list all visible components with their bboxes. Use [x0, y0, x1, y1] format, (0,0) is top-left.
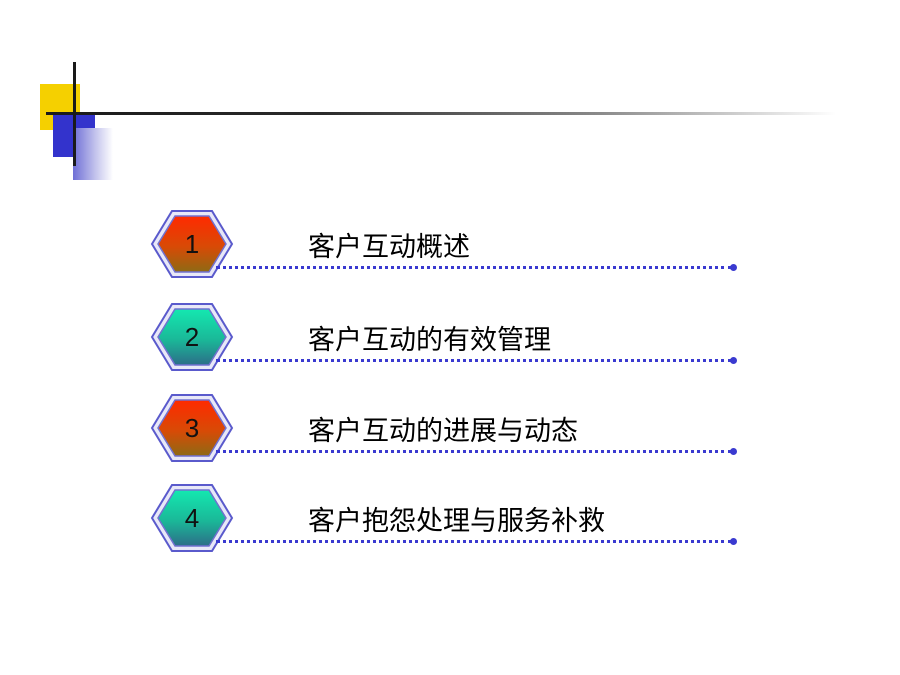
rule-end-dot: [730, 357, 737, 364]
agenda-item-number: 2: [184, 321, 200, 352]
hexagon-badge-icon: [150, 483, 234, 553]
rule-end-dot: [730, 264, 737, 271]
rule-end-dot: [730, 448, 737, 455]
agenda-item-label: 客户互动的进展与动态: [308, 416, 578, 447]
agenda-item-4[interactable]: 4 客户抱怨处理与服务补救: [150, 483, 750, 553]
agenda-item-number: 3: [184, 412, 200, 443]
decor-fade-square: [73, 128, 113, 180]
agenda-item-3[interactable]: 3 客户互动的进展与动态: [150, 393, 750, 463]
agenda-item-label: 客户互动的有效管理: [308, 325, 551, 356]
hexagon-badge-icon: [150, 209, 234, 279]
hexagon-badge-icon: [150, 302, 234, 372]
agenda-item-number: 4: [184, 502, 200, 533]
decor-vertical-line: [73, 62, 76, 166]
decor-horizontal-line: [46, 112, 836, 115]
agenda-item-label: 客户互动概述: [308, 232, 470, 263]
agenda-item-1[interactable]: 1 客户互动概述: [150, 209, 750, 279]
dotted-rule: [216, 450, 732, 453]
agenda-item-label: 客户抱怨处理与服务补救: [308, 506, 605, 537]
hexagon-badge-icon: [150, 393, 234, 463]
rule-end-dot: [730, 538, 737, 545]
dotted-rule: [216, 359, 732, 362]
dotted-rule: [216, 540, 732, 543]
dotted-rule: [216, 266, 732, 269]
agenda-item-number: 1: [184, 228, 200, 259]
agenda-item-2[interactable]: 2 客户互动的有效管理: [150, 302, 750, 372]
